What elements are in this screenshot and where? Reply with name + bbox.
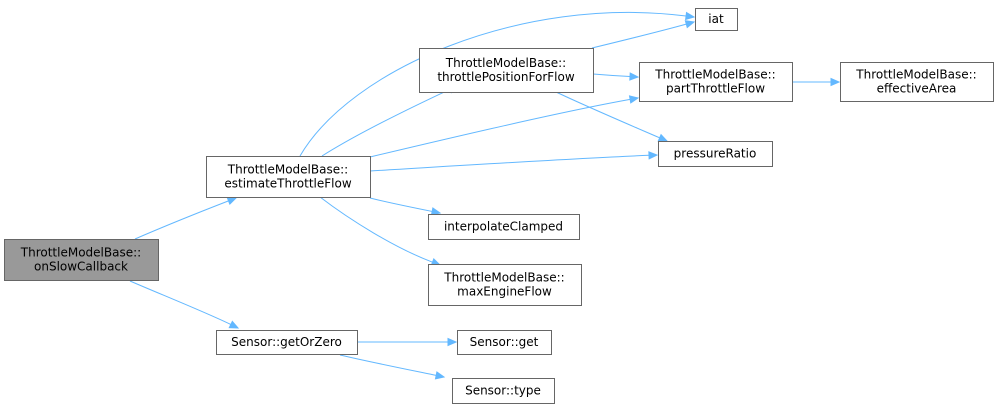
node-label-line: Sensor::get (470, 335, 539, 349)
edge-estimateThrottleFlow-to-iat (299, 11, 696, 157)
node-maxEngineFlow[interactable]: ThrottleModelBase::maxEngineFlow (428, 264, 582, 306)
edge-line (129, 280, 232, 325)
edge-partThrottleFlow-to-effectiveArea (792, 77, 841, 87)
arrowhead-icon (629, 72, 640, 81)
node-box (428, 264, 582, 306)
node-label-line: throttlePositionForFlow (437, 70, 575, 84)
node-label-line: onSlowCallback (34, 260, 128, 274)
node-box (216, 330, 358, 355)
edge-line (134, 200, 229, 240)
node-box (658, 141, 773, 167)
edge-getOrZero-to-sensorGet (356, 337, 458, 347)
node-box (428, 214, 580, 240)
node-pressureRatio[interactable]: pressureRatio (658, 141, 773, 167)
arrowhead-icon (684, 20, 696, 29)
node-getOrZero[interactable]: Sensor::getOrZero (216, 330, 358, 355)
edge-estimateThrottleFlow-to-pressureRatio (369, 151, 659, 172)
node-label-line: maxEngineFlow (457, 285, 552, 299)
arrowhead-icon (226, 197, 238, 206)
arrowhead-icon (447, 337, 458, 347)
node-label-line: ThrottleModelBase:: (20, 246, 141, 260)
edge-getOrZero-to-sensorType (339, 354, 446, 380)
edge-onSlowCallback-to-getOrZero (129, 280, 240, 329)
edge-line (591, 23, 687, 49)
edge-onSlowCallback-to-estimateThrottleFlow (134, 197, 238, 240)
edge-throttlePositionForFlow-to-iat (591, 20, 696, 49)
node-label-line: Sensor::getOrZero (231, 335, 342, 349)
node-box (452, 378, 555, 404)
node-iat[interactable]: iat (695, 8, 738, 31)
node-sensorGet[interactable]: Sensor::get (457, 330, 552, 355)
edge-line (319, 196, 433, 263)
edge-throttlePositionForFlow-to-pressureRatio (555, 91, 669, 142)
node-box (695, 8, 738, 31)
node-label-line: ThrottleModelBase:: (855, 68, 976, 82)
edge-line (321, 88, 450, 157)
arrowhead-icon (657, 133, 669, 142)
node-label-line: partThrottleFlow (666, 82, 765, 96)
node-label-line: iat (708, 12, 724, 26)
node-label-line: Sensor::type (465, 384, 541, 398)
edge-line (369, 197, 433, 212)
node-sensorType[interactable]: Sensor::type (452, 378, 555, 404)
node-throttlePositionForFlow[interactable]: ThrottleModelBase::throttlePositionForFl… (419, 48, 594, 93)
edge-line (592, 73, 631, 78)
node-label-line: ThrottleModelBase:: (443, 271, 564, 285)
arrowhead-icon (434, 371, 446, 380)
node-estimateThrottleFlow[interactable]: ThrottleModelBase::estimateThrottleFlow (206, 156, 371, 198)
node-partThrottleFlow[interactable]: ThrottleModelBase::partThrottleFlow (639, 62, 793, 102)
node-effectiveArea[interactable]: ThrottleModelBase::effectiveArea (840, 62, 994, 102)
node-box (840, 62, 994, 102)
node-label-line: interpolateClamped (444, 220, 563, 234)
edge-estimateThrottleFlow-to-interpolateClamped (369, 197, 442, 216)
node-label-line: effectiveArea (877, 82, 957, 96)
edge-estimateThrottleFlow-to-partThrottleFlow (369, 95, 640, 158)
node-onSlowCallback[interactable]: ThrottleModelBase::onSlowCallback (4, 239, 159, 281)
arrowhead-icon (430, 207, 442, 216)
node-label-line: ThrottleModelBase:: (445, 56, 566, 70)
node-box (639, 62, 793, 102)
arrowhead-icon (830, 77, 841, 87)
arrowhead-icon (685, 11, 696, 21)
edge-line (339, 354, 437, 376)
arrowhead-icon (628, 95, 640, 104)
node-label-line: ThrottleModelBase:: (654, 68, 775, 82)
edge-line (299, 12, 687, 157)
node-label-line: pressureRatio (674, 147, 757, 161)
node-box (419, 48, 594, 93)
edge-line (555, 91, 660, 139)
node-label-line: estimateThrottleFlow (224, 177, 351, 191)
edge-line (369, 154, 650, 172)
arrowhead-icon (228, 320, 240, 329)
edge-line (369, 98, 631, 158)
node-box (206, 156, 371, 198)
nodes-layer: ThrottleModelBase::onSlowCallbackThrottl… (4, 8, 994, 404)
edge-throttlePositionForFlow-to-partThrottleFlow (592, 72, 640, 81)
edge-estimateThrottleFlow-to-maxEngineFlow (319, 196, 442, 266)
node-box (457, 330, 552, 355)
node-box (4, 239, 159, 281)
arrowhead-icon (648, 151, 659, 160)
edge-estimateThrottleFlow-to-throttlePositionForFlow (321, 85, 459, 157)
node-label-line: ThrottleModelBase:: (227, 163, 348, 177)
node-interpolateClamped[interactable]: interpolateClamped (428, 214, 580, 240)
